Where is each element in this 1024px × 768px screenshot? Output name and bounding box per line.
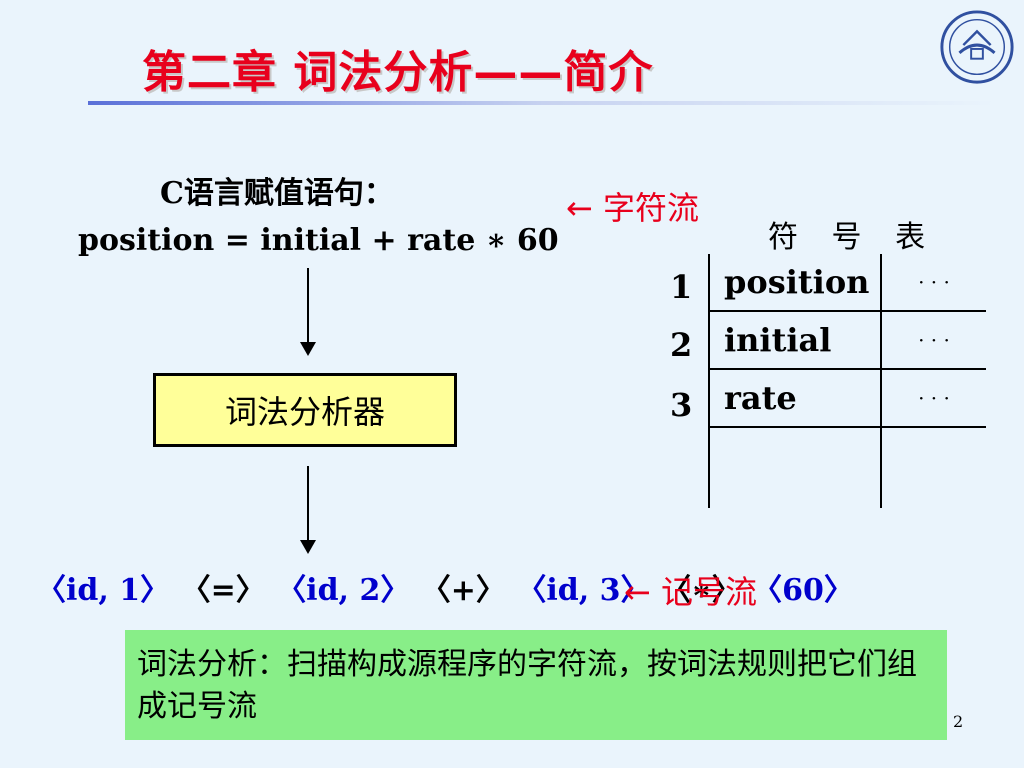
symbol-attr: · · · <box>880 254 986 312</box>
token: 〈+〉 <box>420 573 506 608</box>
symbol-name: initial <box>708 310 882 370</box>
assignment-statement: position = initial + rate ∗ 60 <box>78 223 559 258</box>
symbol-table-title: 符 号 表 <box>768 220 938 255</box>
title-underline <box>88 101 998 105</box>
symbol-attr: · · · <box>880 310 986 370</box>
table-row: initial · · · <box>708 310 986 370</box>
table-row <box>708 426 986 508</box>
symbol-index-1: 1 <box>670 268 693 306</box>
symbol-attr-empty <box>880 426 986 508</box>
page-number: 2 <box>953 712 964 731</box>
token: 〈∗〉 <box>660 573 742 608</box>
table-row: rate · · · <box>708 368 986 428</box>
token-stream: 〈id, 1〉 〈=〉 〈id, 2〉 〈+〉 〈id, 3〉 〈∗〉 〈60〉 <box>36 565 854 609</box>
token: 〈=〉 <box>180 573 266 608</box>
slide-title: 第二章 词法分析——简介 <box>142 47 654 98</box>
token: 〈id, 3〉 <box>516 573 651 608</box>
symbol-table: position · · · initial · · · rate · · · <box>708 254 986 508</box>
token: 〈id, 2〉 <box>276 573 411 608</box>
char-stream-label: ← 字符流 <box>566 189 699 227</box>
symbol-attr: · · · <box>880 368 986 428</box>
statement-label: C语言赋值语句： <box>160 176 394 211</box>
definition-note: 词法分析：扫描构成源程序的字符流，按词法规则把它们组成记号流 <box>125 630 947 740</box>
token: 〈id, 1〉 <box>36 573 171 608</box>
symbol-name: rate <box>708 368 882 428</box>
symbol-index-3: 3 <box>670 386 693 424</box>
symbol-name: position <box>708 254 882 312</box>
token-stream-label: ← 记号流 <box>624 573 757 611</box>
symbol-name-empty <box>708 426 882 508</box>
table-row: position · · · <box>708 254 986 312</box>
arrow-down-icon <box>300 268 316 356</box>
lexical-analyzer-box: 词法分析器 <box>153 373 457 447</box>
token: 〈60〉 <box>752 573 854 608</box>
university-logo-icon <box>940 10 1014 84</box>
symbol-index-2: 2 <box>670 326 693 364</box>
arrow-down-icon <box>300 466 316 554</box>
